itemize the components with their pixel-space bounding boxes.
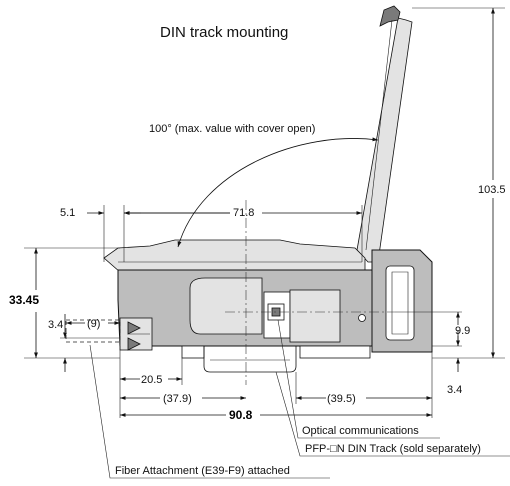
foot-right [299,345,371,359]
top-cover [103,239,366,273]
dim-3-4-right: 3.4 [447,384,462,396]
dim-9-9: 9.9 [455,325,470,337]
callout-optical: Optical communications [302,425,419,437]
side-window [189,277,263,335]
din-track [203,346,297,373]
open-cover [356,17,413,263]
diagram-title: DIN track mounting [160,24,288,41]
dim-33-45: 33.45 [9,293,39,307]
angle-note: 100° (max. value with cover open) [149,123,315,135]
angle-arc [177,137,379,248]
dim-3-4-left: 3.4 [48,319,63,331]
foot-left [181,345,205,359]
callout-fiber: Fiber Attachment (E39-F9) attached [115,465,290,477]
cover-hinge-tip [379,5,401,27]
dim-39-5: (39.5) [327,393,356,405]
callout-din-track: PFP-□N DIN Track (sold separately) [305,443,481,455]
dim-71-8: 71.8 [233,207,254,219]
dim-20-5: 20.5 [141,374,162,386]
dim-90-8: 90.8 [229,408,253,422]
connector-slot [385,265,415,341]
device-drawing [65,5,433,373]
dim-9-paren: (9) [87,318,100,330]
dim-5-1: 5.1 [60,207,75,219]
dim-103-5: 103.5 [478,184,506,196]
dim-37-9: (37.9) [163,393,192,405]
